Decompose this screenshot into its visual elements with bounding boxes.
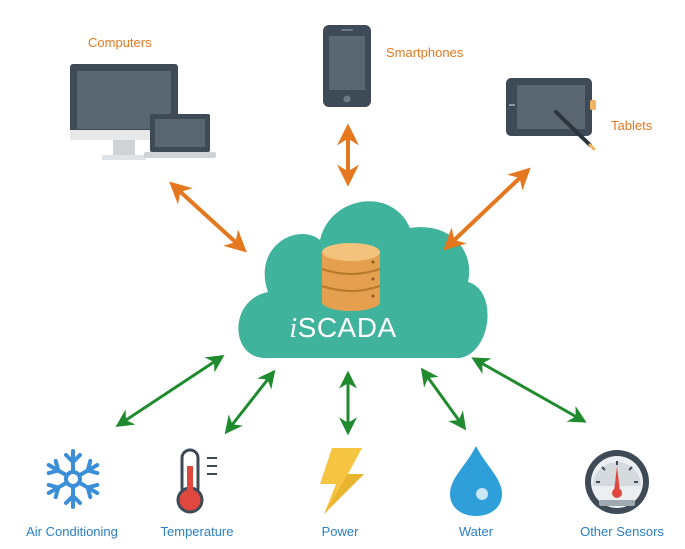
arrow-air-conditioning: [115, 355, 225, 427]
label-water: Water: [458, 524, 494, 539]
computer-monitor-laptop-icon: [70, 64, 216, 160]
arrow-water: [420, 367, 467, 431]
arrow-computers: [169, 181, 247, 253]
label-other-sensors: Other Sensors: [580, 524, 664, 539]
arrow-temperature: [224, 369, 276, 435]
label-air-conditioning: Air Conditioning: [26, 524, 118, 539]
label-computers: Computers: [88, 35, 152, 50]
thermometer-icon: [176, 448, 217, 514]
database-icon: [321, 243, 381, 311]
smartphone-icon: [323, 25, 371, 107]
hub-title: iSCADA: [289, 312, 397, 344]
label-power: Power: [321, 524, 359, 539]
arrow-other-sensors: [471, 357, 587, 423]
tablet-stylus-icon: [506, 78, 596, 151]
label-smartphones: Smartphones: [386, 45, 464, 60]
lightning-bolt-icon: [320, 448, 364, 514]
gauge-icon: [585, 450, 649, 514]
label-tablets: Tablets: [611, 118, 653, 133]
water-drop-icon: [450, 446, 502, 516]
label-temperature: Temperature: [160, 524, 234, 539]
snowflake-icon: [46, 449, 100, 509]
arrow-tablets: [443, 167, 531, 251]
